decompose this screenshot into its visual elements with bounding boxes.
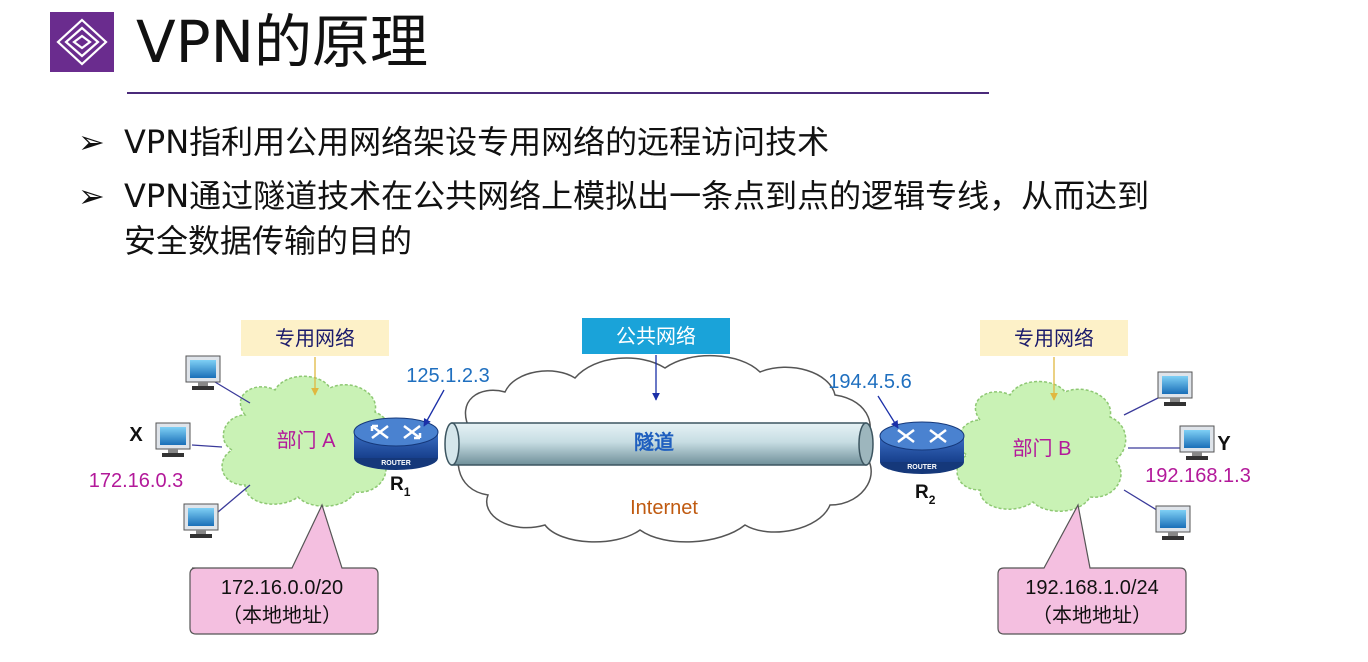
computer-icon [185, 355, 221, 390]
router-badge: ROUTER [381, 460, 411, 467]
title-logo-icon [50, 12, 114, 72]
subnet-a-note: （本地地址） [222, 604, 342, 627]
bullet-text: VPN指利用公用网络架设专用网络的远程访问技术 [124, 123, 830, 161]
router-r1-icon: ROUTER [353, 417, 439, 470]
computer-icon [1179, 425, 1215, 460]
vpn-tunnel [444, 422, 874, 466]
subnet-b-note: （本地地址） [1032, 604, 1152, 627]
right-host-links [1123, 396, 1180, 513]
router-r1-subscript: 1 [404, 485, 411, 499]
computer-icon [1155, 505, 1191, 540]
public-network-label: 公共网络 [616, 325, 696, 348]
pointer-line [423, 389, 445, 427]
subnet-b-address: 192.168.1.0/24 [1025, 577, 1158, 599]
router-r1-name: R1 [390, 474, 411, 499]
host-x-label: X [129, 424, 143, 446]
bullet-text-continued: 安全数据传输的目的 [124, 222, 413, 260]
host-y-ip: 192.168.1.3 [1145, 465, 1251, 487]
arrow-bullet-icon: ➢ [78, 177, 105, 215]
router-r2-name: R2 [915, 482, 936, 507]
title-divider [127, 92, 989, 94]
subnet-a-address: 172.16.0.0/20 [221, 577, 343, 599]
host-x-ip: 172.16.0.3 [89, 470, 184, 492]
router-r1-ip: 125.1.2.3 [406, 365, 489, 387]
computer-icon [1157, 371, 1193, 406]
private-network-label-right: 专用网络 [1014, 327, 1094, 350]
router-r2-letter: R [915, 482, 929, 503]
department-a-label: 部门 A [277, 429, 337, 452]
router-r2-icon: ROUTER [879, 421, 965, 474]
router-r1-letter: R [390, 474, 404, 495]
router-r2-subscript: 2 [929, 493, 936, 507]
left-host-links [191, 381, 251, 513]
host-y-label: Y [1217, 433, 1231, 455]
private-network-label-left-box [241, 320, 389, 356]
tunnel-label: 隧道 [634, 430, 674, 454]
subnet-b-callout [997, 503, 1187, 635]
router-badge: ROUTER [907, 464, 937, 471]
private-network-label-left: 专用网络 [275, 327, 355, 350]
internet-label: Internet [630, 497, 698, 519]
router-r2-ip: 194.4.5.6 [828, 371, 911, 393]
subnet-a-callout [189, 503, 379, 635]
computer-icon [155, 422, 191, 457]
page-title: VPN的原理 [136, 8, 429, 76]
pointer-line [877, 395, 899, 429]
department-b-cloud [956, 380, 1127, 512]
department-a-cloud [221, 375, 392, 507]
private-network-label-right-box [980, 320, 1128, 356]
arrow-bullet-icon: ➢ [78, 123, 105, 161]
department-b-label: 部门 B [1013, 437, 1072, 460]
computer-icon [183, 503, 219, 538]
public-network-label-box [582, 318, 730, 354]
bullet-text: VPN通过隧道技术在公共网络上模拟出一条点到点的逻辑专线，从而达到 [124, 177, 1150, 215]
